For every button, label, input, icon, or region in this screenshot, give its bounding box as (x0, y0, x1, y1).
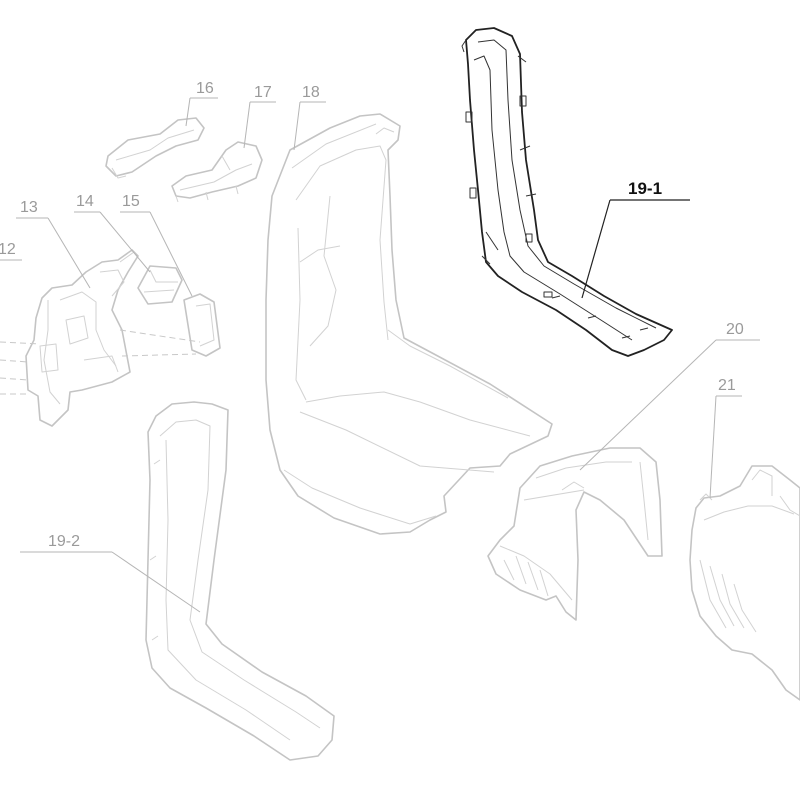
part-16-cover-plate (105, 117, 205, 179)
callout-18: 18 (302, 84, 320, 101)
part-17-mount-plate (171, 141, 263, 203)
callout-19-1: 19-1 (628, 179, 662, 198)
part-18-front-panel (265, 113, 553, 535)
part-13-bracket-assembly (25, 249, 139, 427)
part-15-block (183, 293, 221, 357)
callout-21: 21 (718, 377, 736, 394)
part-19-2-side-panel (145, 401, 335, 761)
part-14-clip (137, 265, 183, 305)
callout-20: 20 (726, 321, 744, 338)
part-12-dashed-axes (0, 329, 201, 395)
callout-15: 15 (122, 193, 140, 210)
callout-17: 17 (254, 84, 272, 101)
callout-12: 12 (0, 241, 16, 258)
callout-16: 16 (196, 80, 214, 97)
part-21-housing (689, 465, 800, 701)
callout-14: 14 (76, 193, 94, 210)
part-19-1-side-panel (461, 27, 673, 357)
callout-labels: 12 13 14 15 16 17 18 19-1 19-2 20 21 (0, 80, 744, 550)
callout-19-2: 19-2 (48, 533, 80, 550)
callout-13: 13 (20, 199, 38, 216)
part-20-housing (487, 447, 663, 621)
leader-lines (0, 97, 760, 613)
